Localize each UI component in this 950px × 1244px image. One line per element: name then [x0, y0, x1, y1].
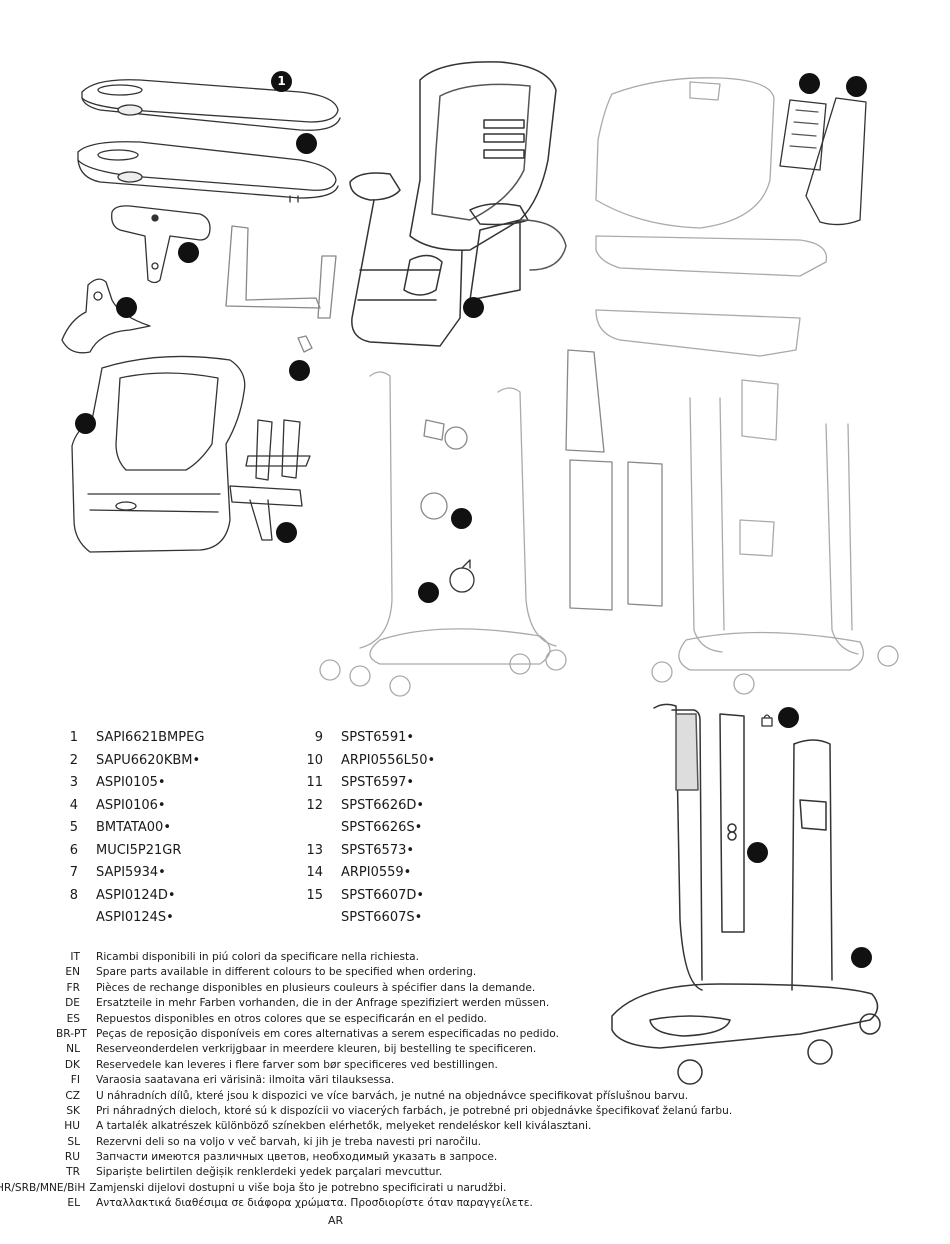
padlock-icon [761, 714, 773, 727]
crotch-post-drawing [111, 205, 211, 284]
tray-1-drawing [81, 79, 341, 131]
frame-right-light-drawing [651, 379, 899, 695]
callout-marker [747, 842, 768, 863]
callout-marker [799, 73, 820, 94]
callout-1: 1 [271, 71, 292, 92]
callout-marker [451, 508, 472, 529]
frame-assembled-drawing [611, 703, 881, 1085]
part-row: SPST6626S• [341, 820, 423, 835]
part-row: SPST6607S• [341, 910, 423, 925]
callout-marker [846, 76, 867, 97]
callout-marker [75, 413, 96, 434]
footer-code: AR [328, 1214, 344, 1227]
small-parts-drawing [420, 349, 663, 611]
callout-marker [178, 242, 199, 263]
tray-2-drawing [77, 141, 339, 203]
footrest-frame-drawing [225, 225, 337, 353]
back-cover-drawing [595, 77, 828, 357]
callout-marker [276, 522, 297, 543]
foot-clip-drawing [61, 278, 151, 354]
callout-marker [463, 297, 484, 318]
harness-drawing [229, 419, 311, 541]
callout-marker [289, 360, 310, 381]
part-row: ASPI0124S• [96, 910, 174, 925]
callout-marker [851, 947, 872, 968]
chair-shell-drawing [349, 61, 567, 347]
frame-light-drawing [319, 371, 567, 697]
seat-pad-drawing [71, 355, 246, 553]
callout-marker [296, 133, 317, 154]
callout-marker [778, 707, 799, 728]
callout-marker [418, 582, 439, 603]
callout-marker [116, 297, 137, 318]
filter-drawing [779, 97, 867, 226]
